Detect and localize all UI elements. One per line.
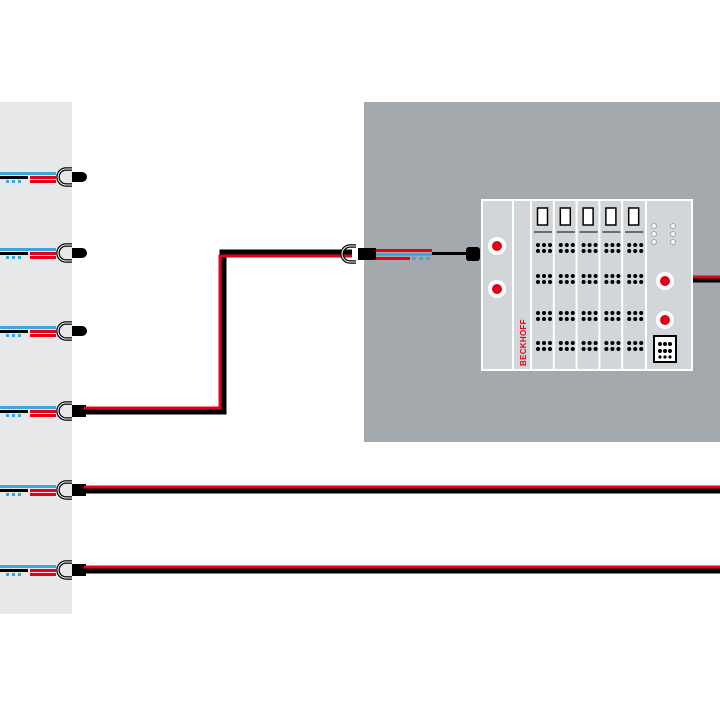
status-led: [670, 239, 676, 245]
panel-port-6: [0, 560, 86, 580]
terminal-slot-5: [621, 200, 644, 370]
status-led: [651, 239, 657, 245]
terminal-slot-1: [530, 200, 552, 370]
panel-port-2: [0, 243, 87, 263]
slot-label-window: [627, 207, 640, 226]
panel-port-1: [0, 167, 87, 187]
slot-label-window: [605, 207, 617, 226]
brand-label: BECKHOFF: [519, 319, 528, 366]
status-led: [670, 231, 676, 237]
status-led: [670, 223, 676, 229]
io-module: BECKHOFF: [481, 199, 693, 371]
status-led: [651, 231, 657, 237]
slot-label-window: [536, 207, 549, 226]
cable-port6-to-right: [84, 565, 720, 574]
port-plug: [72, 405, 86, 417]
port-cap: [72, 326, 87, 336]
terminal-slot-2: [552, 200, 575, 370]
port-plug: [72, 484, 86, 496]
slot-label-window: [582, 207, 594, 226]
cable-module-to-right: [692, 275, 720, 283]
cable-group: [84, 249, 720, 574]
port-plug: [72, 564, 86, 576]
panel-port-4: [0, 401, 86, 421]
left-distribution-panel: [0, 102, 72, 614]
panel-port-5: [0, 480, 86, 500]
terminal-slot-3: [575, 200, 598, 370]
exposed-wires: [376, 249, 468, 260]
terminal-slots: [530, 200, 644, 370]
cable-port5-to-right: [84, 485, 720, 494]
service-interface-port: [653, 335, 677, 363]
module-plug: [466, 247, 480, 261]
cabinet-cable-gland: [340, 244, 480, 264]
panel-port-3: [0, 321, 87, 341]
terminal-slot-4: [598, 200, 621, 370]
cable-port4-to-module: [84, 249, 352, 415]
status-led: [651, 223, 657, 229]
port-cap: [72, 172, 87, 182]
port-group: [0, 167, 87, 580]
status-led-grid: [651, 223, 676, 245]
slot-label-window: [559, 207, 572, 226]
port-cap: [72, 248, 87, 258]
